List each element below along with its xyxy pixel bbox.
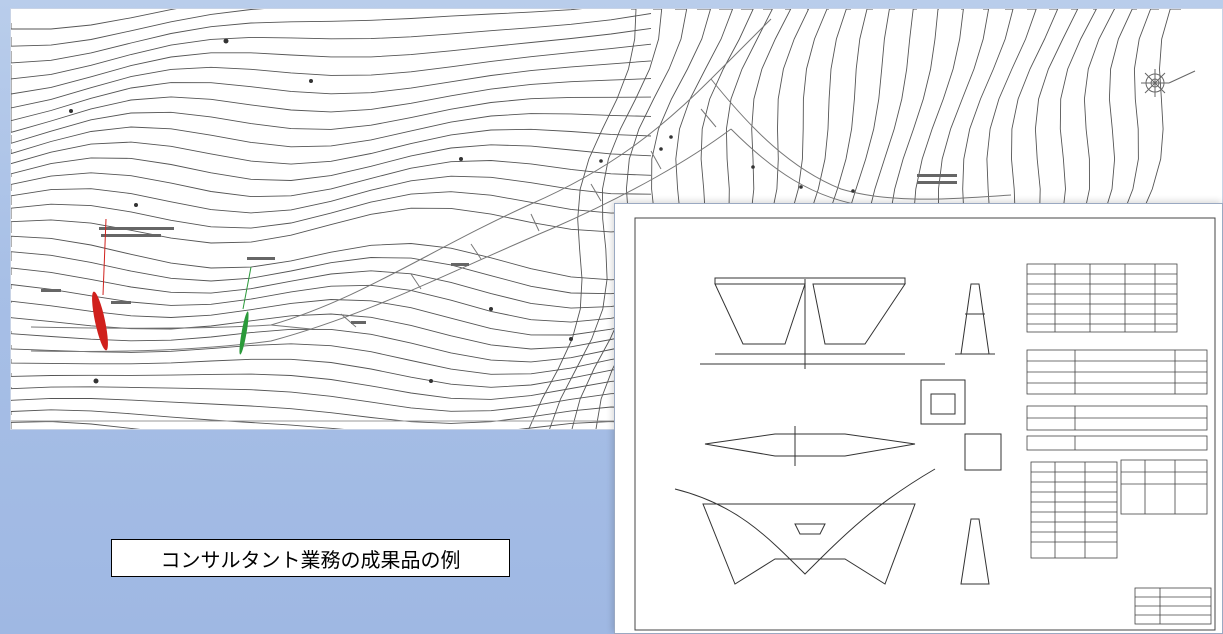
- dam-drawing-icon: [634, 217, 1216, 631]
- caption-box: コンサルタント業務の成果品の例: [111, 539, 510, 577]
- structure-drawing-sheet: [614, 203, 1223, 634]
- caption-text: コンサルタント業務の成果品の例: [160, 547, 461, 572]
- upstream-dam-marker: [92, 291, 108, 351]
- north-arrow-icon: [1141, 69, 1196, 97]
- downstream-dam-marker: [239, 311, 249, 355]
